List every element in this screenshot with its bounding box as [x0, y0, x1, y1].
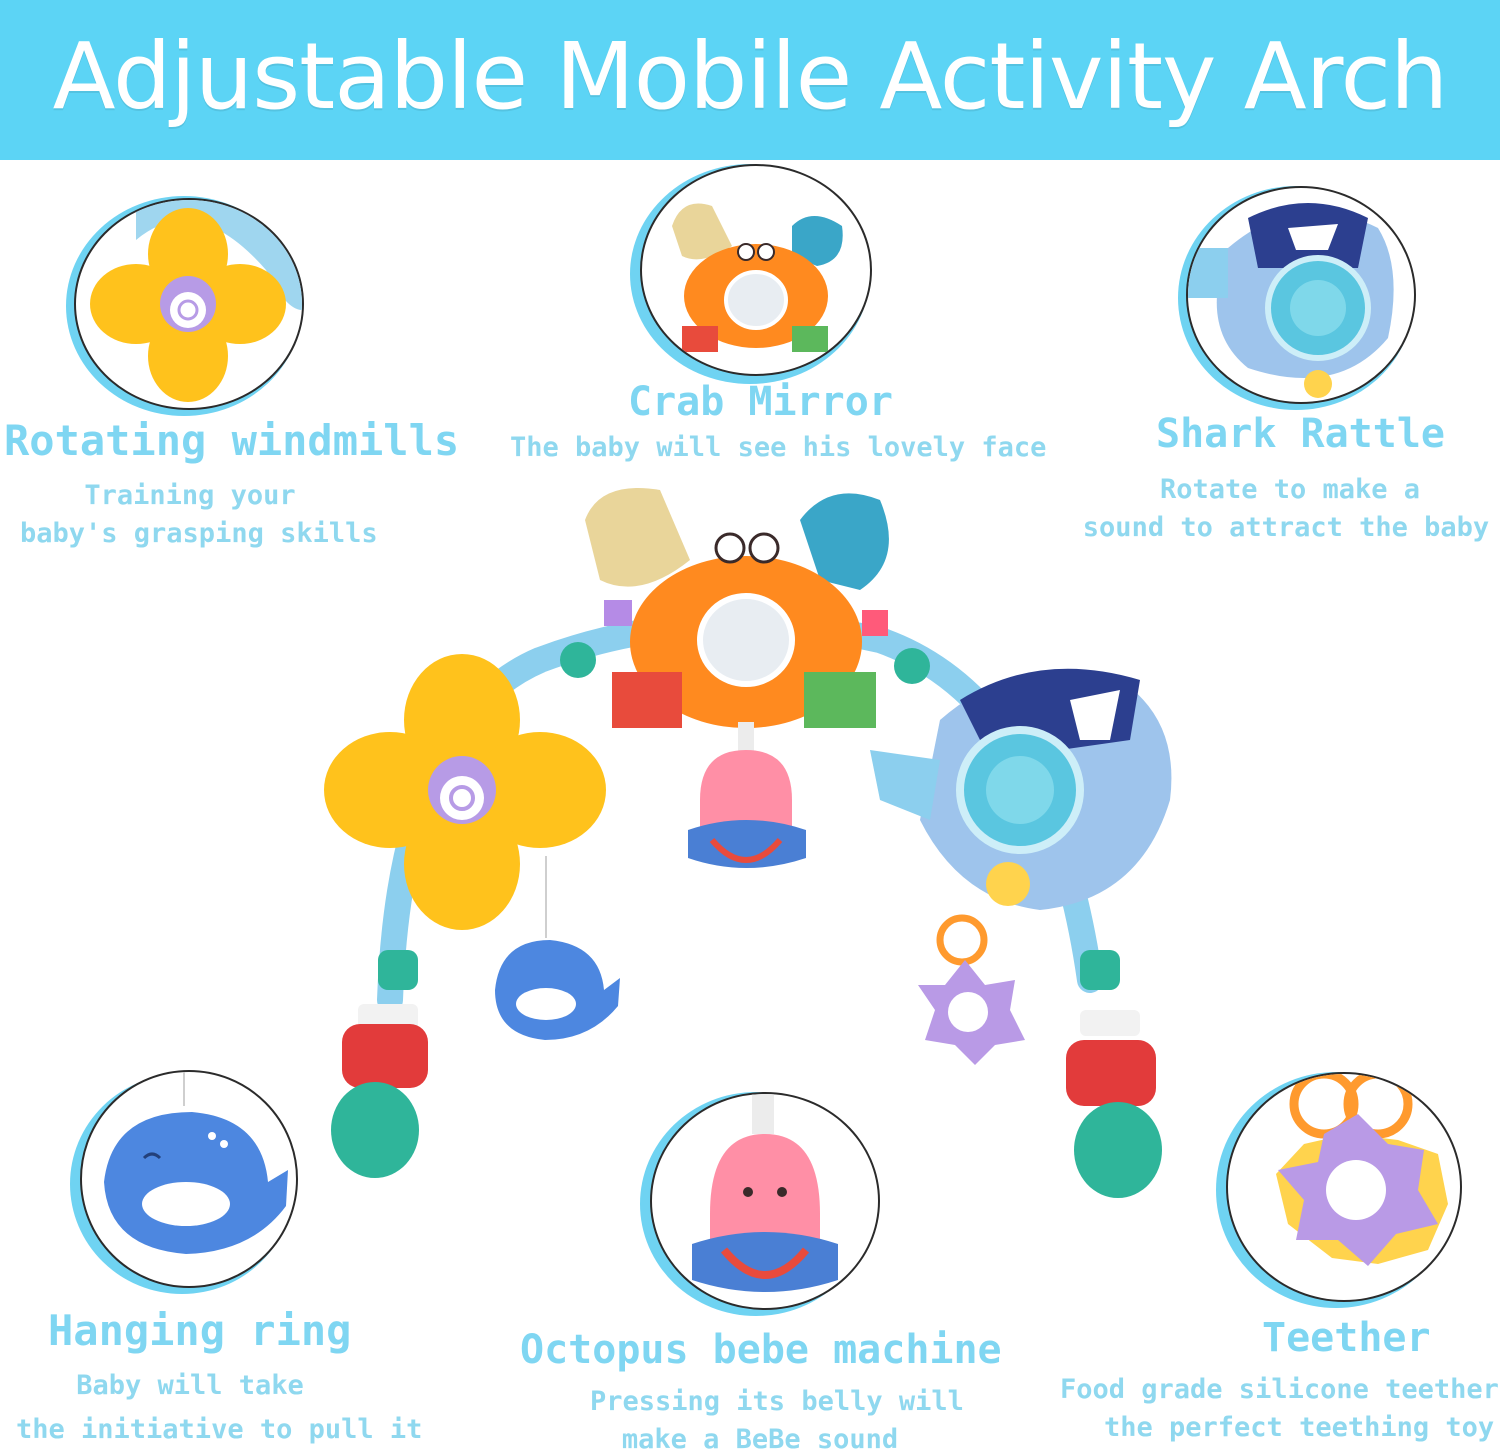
- shark-desc-line1: Rotate to make a: [1159, 474, 1421, 505]
- shark-rattle-icon: [1188, 203, 1394, 398]
- ring-desc-line2: the initiative to pull it: [16, 1414, 423, 1445]
- windmill-bubble: [74, 198, 304, 410]
- windmills-title: Rotating windmills: [4, 416, 460, 465]
- whale-ring-icon: [495, 940, 620, 1040]
- page-title: Adjustable Mobile Activity Arch: [52, 23, 1449, 130]
- shark-desc-line2: sound to attract the baby: [1082, 512, 1490, 543]
- left-clip-icon: [331, 950, 428, 1178]
- shark-bubble: [1186, 186, 1416, 404]
- header-banner: Adjustable Mobile Activity Arch: [0, 0, 1500, 160]
- teether-desc-line1: Food grade silicone teether,: [1060, 1374, 1500, 1405]
- octopus-desc-line2: make a BeBe sound: [621, 1424, 899, 1455]
- octopus-icon: [688, 722, 806, 868]
- octopus-icon: [692, 1094, 838, 1292]
- whale-ring-icon: [104, 1072, 288, 1254]
- windmill-icon: [324, 654, 606, 930]
- crab-mirror-icon: [672, 203, 843, 352]
- windmills-desc-line1: Training your: [84, 480, 296, 511]
- crab-bubble: [640, 164, 872, 376]
- shark-rattle-icon: [870, 668, 1172, 910]
- crab-title: Crab Mirror: [628, 379, 893, 425]
- teether-desc-line2: the perfect teething toy: [1104, 1412, 1495, 1443]
- octopus-title: Octopus bebe machine: [520, 1327, 1002, 1373]
- ring-desc-line1: Baby will take: [76, 1370, 304, 1401]
- shark-title: Shark Rattle: [1156, 411, 1445, 457]
- teether-bubble: [1226, 1072, 1462, 1302]
- crab-mirror-icon: [585, 488, 889, 728]
- octopus-bubble: [650, 1092, 880, 1310]
- teether-icon: [918, 914, 1025, 1065]
- windmills-desc-line2: baby's grasping skills: [20, 518, 378, 549]
- octopus-desc-line1: Pressing its belly will: [590, 1386, 964, 1417]
- windmill-icon: [90, 200, 302, 402]
- crab-desc-line1: The baby will see his lovely face: [510, 432, 1047, 463]
- right-clip-icon: [1066, 950, 1162, 1198]
- teether-icon: [1276, 1074, 1448, 1266]
- ring-title: Hanging ring: [48, 1306, 352, 1355]
- teether-title: Teether: [1262, 1315, 1431, 1361]
- ring-bubble: [80, 1070, 298, 1288]
